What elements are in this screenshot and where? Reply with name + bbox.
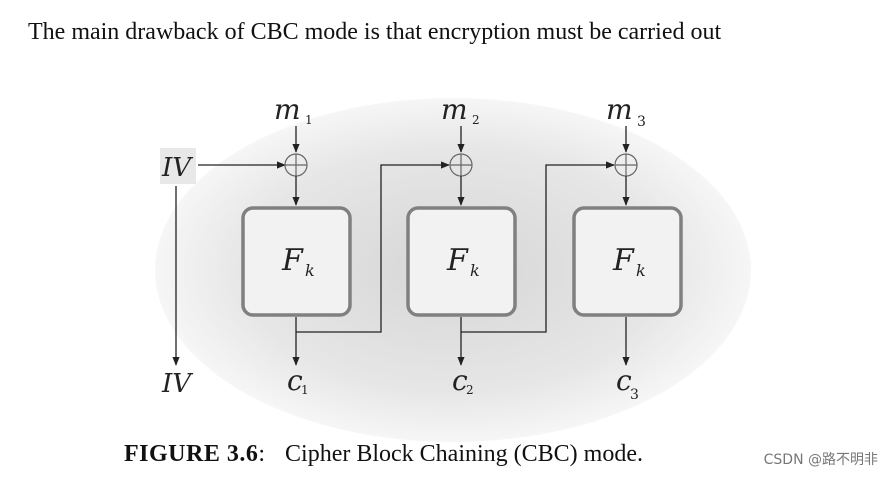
function-box-2	[406, 206, 517, 317]
iv-label: IV	[161, 153, 193, 183]
figure-label: FIGURE 3.6	[124, 441, 259, 467]
message-3-label: m	[606, 93, 633, 126]
figure-caption: FIGURE 3.6: Cipher Block Chaining (CBC) …	[124, 438, 643, 470]
message-1-label: m	[274, 93, 301, 126]
chain-2-to-xor3-arrow	[461, 161, 615, 333]
function-box-1	[241, 206, 352, 317]
xor-3-icon	[614, 153, 638, 177]
csdn-watermark: CSDN @路不明非	[763, 452, 878, 468]
figure-caption-text: Cipher Block Chaining (CBC) mode.	[285, 441, 643, 467]
block-1: m 1 F k c 1	[241, 93, 352, 397]
function-2-label: F	[446, 243, 469, 278]
function-2-sub: k	[470, 261, 480, 280]
function-1-sub: k	[305, 261, 315, 280]
header-text: The main drawback of CBC mode is that en…	[28, 19, 722, 45]
figure-separator: :	[258, 441, 266, 467]
cipher-3-sub: 3	[630, 387, 639, 403]
chain-1-to-xor2-arrow	[296, 161, 450, 333]
xor-2-icon	[449, 153, 473, 177]
xor-1-icon	[284, 153, 308, 177]
cipher-2-label: c	[452, 364, 468, 397]
function-1-label: F	[281, 243, 304, 278]
function-3-sub: k	[636, 261, 646, 280]
iv-out-label: IV	[161, 369, 193, 399]
block-2: m 2 F k c 2	[406, 93, 517, 397]
block-3: m 3 F k c 3	[572, 93, 683, 403]
cipher-1-sub: 1	[301, 383, 309, 397]
cipher-3-label: c	[616, 364, 632, 397]
message-3-sub: 3	[637, 114, 646, 130]
message-2-label: m	[441, 93, 468, 126]
message-2-sub: 2	[472, 113, 480, 127]
iv-label-bg	[160, 148, 196, 184]
function-3-label: F	[612, 243, 635, 278]
message-1-sub: 1	[305, 113, 313, 127]
cipher-1-label: c	[287, 364, 303, 397]
function-box-3	[572, 206, 683, 317]
cipher-2-sub: 2	[466, 383, 474, 397]
